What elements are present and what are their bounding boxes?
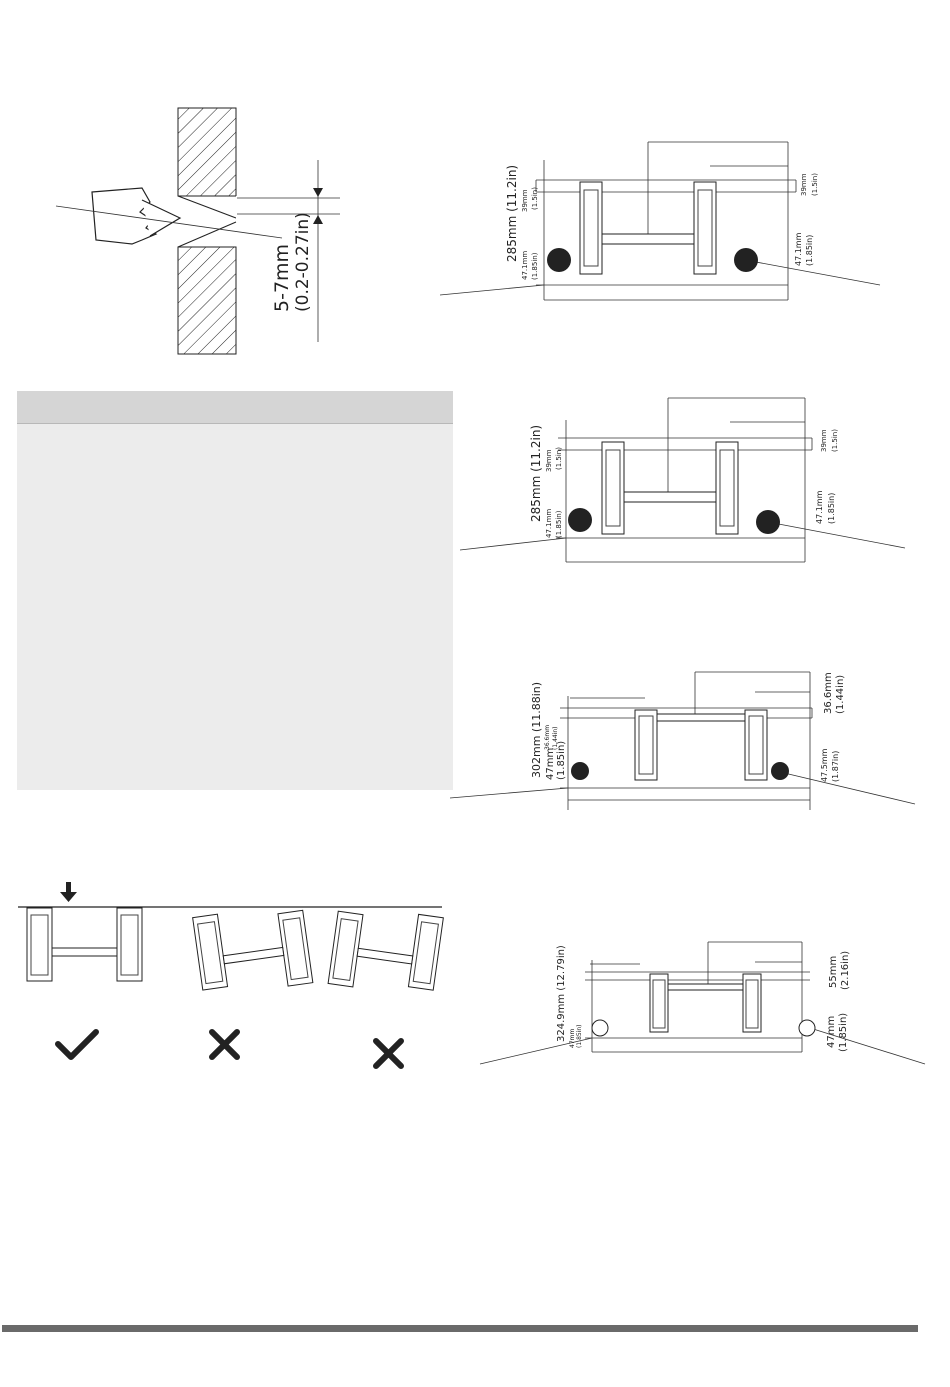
plate2-bottom-offset: 47.1mm — [545, 509, 553, 538]
mounting-plate-diagram-2: 285mm (11.2in) 39mm (1.5in) 47.1mm (1.85… — [459, 390, 910, 570]
plate3-bottom-offset-right-in: (1.87in) — [831, 751, 840, 782]
plate1-top-offset-right: 39mm — [800, 173, 808, 196]
plate4-top-offset-right-in: (2.16in) — [840, 951, 851, 990]
plate4-bottom-offset: 47mm — [569, 1029, 576, 1048]
plate3-bottom-offset-right: 47.5mm — [820, 748, 829, 782]
plate1-bottom-offset-right-in: (1.85in) — [805, 235, 814, 266]
plate2-top-offset-right: 39mm — [820, 429, 828, 452]
plate4-top-offset-right: 55mm — [828, 956, 839, 988]
cross-icon — [209, 1029, 240, 1060]
plate-tilted-1 — [192, 909, 314, 991]
note-box — [17, 391, 453, 790]
plate1-top-offset-in: (1.5in) — [531, 187, 539, 210]
plate1-bottom-offset-in: (1.85in) — [531, 252, 539, 280]
plate2-top-offset-right-in: (1.5in) — [831, 429, 839, 452]
plate4-height: 324.9mm (12.79in) — [556, 945, 567, 1042]
plate2-bottom-offset-right-in: (1.85in) — [827, 493, 836, 524]
plate3-bottom-offset-in: (1.85in) — [556, 741, 567, 780]
depth-text-in: (0.2-0.27in) — [293, 212, 313, 312]
plate4-bottom-offset-right: 47mm — [826, 1016, 837, 1048]
drill-depth-label: 5-7mm (0.2-0.27in) — [268, 212, 314, 322]
plate4-bottom-offset-in: (1.85in) — [576, 1024, 583, 1048]
drill-depth-figure: 5-7mm (0.2-0.27in) — [0, 0, 460, 370]
plate3-height: 302mm (11.88in) — [530, 682, 543, 778]
mounting-plate-diagram-3: 302mm (11.88in) 36.6mm (1.44in) 47mm (1.… — [449, 660, 920, 830]
depth-text: 5-7mm — [271, 244, 293, 312]
mounting-plate-diagram-1: 285mm (11.2in) 39mm (1.5in) 47.1mm (1.85… — [439, 130, 890, 310]
footer-bar — [2, 1325, 918, 1332]
plate2-height: 285mm (11.2in) — [529, 425, 543, 522]
plate2-top-offset: 39mm — [545, 449, 553, 472]
check-icon — [55, 1029, 99, 1060]
plate2-bottom-offset-in: (1.85in) — [555, 510, 563, 538]
plate2-bottom-offset-right: 47.1mm — [815, 490, 824, 524]
level-check-figure — [0, 870, 460, 1080]
note-header — [17, 391, 453, 424]
plate4-bottom-offset-right-in: (1.85in) — [838, 1013, 849, 1052]
plate-tilted-2 — [327, 910, 444, 991]
mounting-plate-diagram-4: 324.9mm (12.79in) 47mm (1.85in) 55mm (2.… — [479, 930, 930, 1080]
plate1-bottom-offset-right: 47.1mm — [794, 232, 803, 266]
plate3-top-offset-in: (1.44in) — [552, 726, 559, 750]
plate1-top-offset: 39mm — [521, 189, 529, 212]
cross-icon — [373, 1038, 404, 1069]
plate3-top-offset-right: 36.6mm — [823, 672, 834, 714]
plate2-top-offset-in: (1.5in) — [555, 447, 563, 470]
plate1-top-offset-right-in: (1.5in) — [811, 173, 819, 196]
plate3-top-offset-right-in: (1.44in) — [835, 675, 846, 714]
plate1-height: 285mm (11.2in) — [505, 165, 519, 262]
plate1-bottom-offset: 47.1mm — [521, 251, 529, 280]
plate3-top-offset: 36.6mm — [544, 725, 551, 750]
plate-level — [26, 907, 143, 982]
plate3-bottom-offset: 47mm — [545, 748, 556, 780]
